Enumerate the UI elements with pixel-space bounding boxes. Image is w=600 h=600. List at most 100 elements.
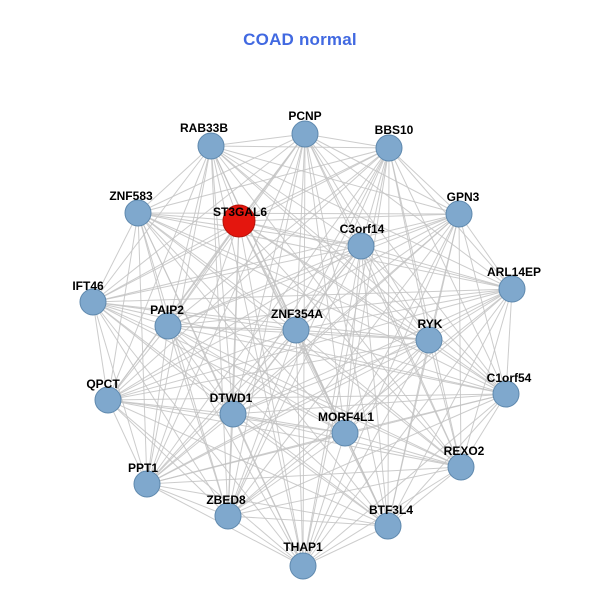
network-edge [302, 432, 346, 567]
network-edge [146, 133, 306, 485]
network-edge [302, 288, 513, 567]
network-edge [146, 325, 169, 485]
network-edge [460, 288, 513, 468]
network-edge [227, 329, 297, 517]
network-node-c1orf54 [492, 380, 520, 408]
network-node-bbs10 [375, 134, 403, 162]
network-edge [227, 339, 430, 517]
network-edge [238, 213, 460, 222]
node-label-dtwd1: DTWD1 [210, 391, 253, 405]
network-edge [295, 329, 304, 567]
network-edge [92, 301, 297, 331]
network-edge [210, 145, 462, 468]
network-edge [388, 147, 460, 215]
network-edge [92, 301, 462, 468]
network-edge [146, 483, 389, 527]
network-node-rexo2 [447, 453, 475, 481]
node-label-thap1: THAP1 [283, 540, 323, 554]
network-node-zbed8 [214, 502, 242, 530]
network-edge [146, 339, 430, 485]
network-edge [458, 213, 513, 290]
network-edge [232, 339, 430, 415]
nodes-layer [79, 120, 526, 580]
node-label-znf583: ZNF583 [109, 189, 153, 203]
network-edge [210, 145, 229, 517]
network-edge [360, 245, 389, 527]
network-edge [428, 339, 507, 395]
network-edge [137, 212, 229, 517]
network-edge [137, 212, 297, 331]
network-edge [227, 133, 306, 517]
network-edge [92, 301, 430, 341]
network-edge [107, 399, 229, 517]
network-edge [167, 213, 460, 327]
node-label-c1orf54: C1orf54 [487, 371, 532, 385]
network-edge [238, 220, 462, 468]
network-edge [295, 288, 513, 331]
network-edge [458, 213, 507, 395]
network-node-ppt1 [133, 470, 161, 498]
node-label-ryk: RYK [418, 317, 443, 331]
network-edge [344, 432, 389, 527]
network-edge [302, 525, 389, 567]
network-edge [137, 212, 240, 222]
network-edge [92, 301, 148, 485]
network-edge [232, 413, 346, 434]
network-edge [344, 288, 513, 434]
node-label-bbs10: BBS10 [375, 123, 414, 137]
network-node-ift46 [79, 288, 107, 316]
network-edge [238, 220, 507, 395]
network-node-pcnp [291, 120, 319, 148]
network-node-ryk [415, 326, 443, 354]
network-node-qpct [94, 386, 122, 414]
network-edge [302, 339, 430, 567]
network-edge [304, 133, 390, 149]
network-edge [146, 466, 462, 485]
network-edge [167, 325, 346, 434]
network-edge [210, 145, 362, 247]
network-node-rab33b [197, 132, 225, 160]
network-edge [360, 245, 462, 468]
network-edge [344, 245, 362, 434]
network-edge [227, 288, 513, 517]
network-edge [360, 245, 513, 290]
network-node-gpn3 [445, 200, 473, 228]
node-label-morf4l1: MORF4L1 [318, 410, 374, 424]
network-edge [107, 288, 513, 401]
network-edge [232, 393, 507, 415]
network-edge [387, 393, 507, 527]
network-edge [107, 325, 169, 401]
network-edge [295, 329, 507, 395]
node-label-st3gal6: ST3GAL6 [213, 205, 267, 219]
network-edge [295, 329, 462, 468]
network-edge [387, 339, 430, 527]
network-edge [146, 413, 234, 485]
network-edge [302, 213, 460, 567]
network-edge [460, 393, 507, 468]
network-edge [295, 147, 390, 331]
network-edge [107, 399, 462, 468]
network-edge [92, 301, 234, 415]
network-edge [238, 220, 389, 527]
network-edge [137, 212, 460, 215]
network-edge [107, 145, 212, 401]
network-edge [92, 220, 240, 303]
node-label-rexo2: REXO2 [444, 444, 485, 458]
chart-title: COAD normal [243, 30, 357, 49]
network-edge [107, 339, 430, 401]
network-node-btf3l4 [374, 512, 402, 540]
network-edge [295, 329, 430, 341]
node-label-paip2: PAIP2 [150, 303, 184, 317]
network-edge [107, 399, 234, 415]
network-edge [232, 329, 297, 415]
network-edge [360, 213, 460, 247]
network-edge [92, 301, 109, 401]
network-edge [232, 413, 304, 567]
network-node-st3gal6 [222, 204, 256, 238]
network-node-paip2 [154, 312, 182, 340]
network-edge [344, 147, 390, 434]
network-edge [227, 466, 462, 517]
network-edge [428, 339, 462, 468]
